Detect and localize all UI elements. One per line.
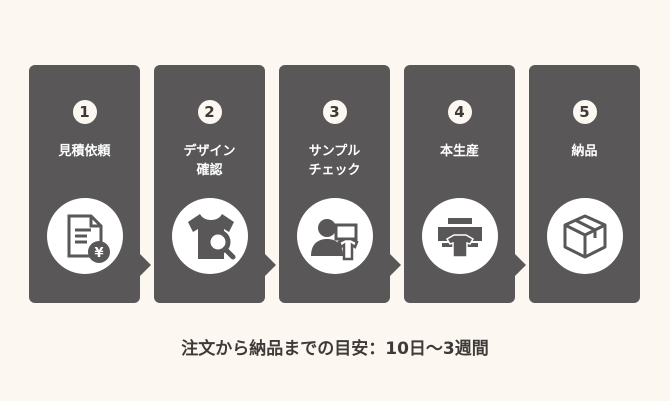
flow-arrow	[389, 253, 401, 277]
step-card-4: 4 本生産	[404, 65, 526, 303]
flow-arrow	[514, 253, 526, 277]
quote-document-yen-icon: ¥	[46, 198, 123, 274]
svg-text:¥: ¥	[94, 246, 103, 261]
step-card-2: 2 デザイン 確認	[154, 65, 276, 303]
step-number: 4	[447, 100, 472, 124]
flow-arrow	[139, 253, 151, 277]
person-sample-icon	[296, 198, 373, 274]
box-icon	[546, 198, 623, 274]
step-label: サンプル チェック	[308, 144, 361, 178]
step-label: 見積依頼	[58, 144, 111, 159]
step-number: 5	[572, 100, 597, 124]
step-card-1: 1 見積依頼 ¥	[29, 65, 151, 303]
tshirt-magnifier-icon	[171, 198, 248, 274]
step-card-3: 3 サンプル チェック	[279, 65, 401, 303]
step-label: デザイン 確認	[183, 144, 236, 178]
flow-arrow	[264, 253, 276, 277]
step-number: 3	[322, 100, 347, 124]
step-number: 1	[72, 100, 97, 124]
step-label: 本生産	[439, 144, 479, 159]
lead-time-caption: 注文から納品までの目安：10日〜3週間	[181, 339, 489, 359]
step-card-5: 5 納品	[529, 65, 640, 303]
printer-tshirt-icon	[421, 198, 498, 274]
step-number: 2	[197, 100, 222, 124]
step-label: 納品	[571, 144, 598, 159]
